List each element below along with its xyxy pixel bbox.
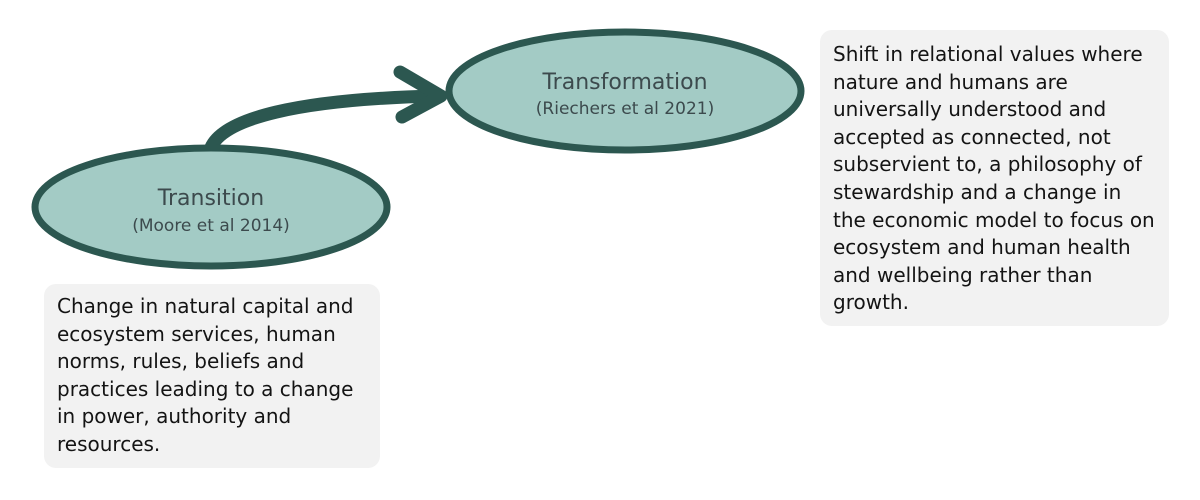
transformation-title: Transformation — [541, 70, 707, 95]
transition-node: Transition (Moore et al 2014) — [31, 144, 391, 270]
transition-title: Transition — [157, 186, 264, 211]
transformation-node: Transformation (Riechers et al 2021) — [445, 28, 805, 154]
transformation-citation: (Riechers et al 2021) — [536, 99, 714, 119]
transition-ellipse — [31, 144, 391, 270]
arrowhead-icon — [393, 65, 448, 124]
transition-to-transformation-arrow — [203, 89, 445, 157]
transition-description: Change in natural capital and ecosystem … — [44, 284, 380, 468]
transition-citation: (Moore et al 2014) — [132, 216, 290, 236]
transformation-description: Shift in relational values where nature … — [820, 30, 1169, 326]
transformation-ellipse — [445, 28, 805, 154]
